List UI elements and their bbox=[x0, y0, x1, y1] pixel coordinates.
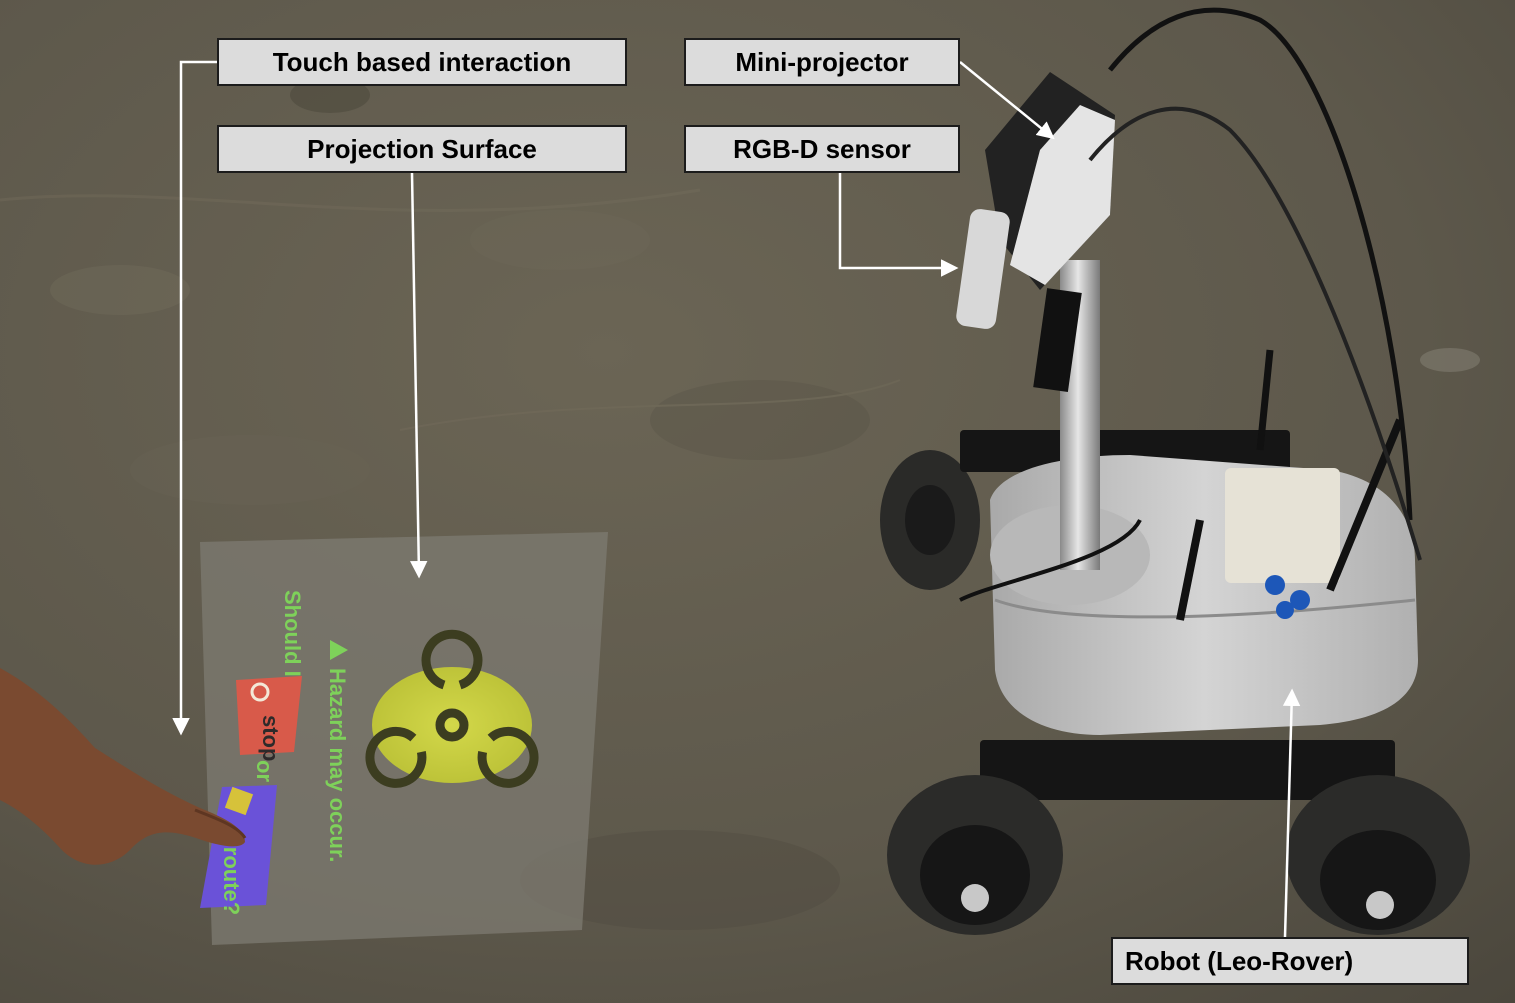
biohazard-icon bbox=[365, 629, 539, 788]
warning-triangle-icon bbox=[330, 640, 348, 660]
mini-projector-label: Mini-projector bbox=[684, 38, 960, 86]
projection-leader bbox=[410, 172, 428, 579]
projector-leader bbox=[959, 61, 1055, 140]
stop-button[interactable]: stop bbox=[236, 676, 302, 761]
touch-interaction-label: Touch based interaction bbox=[217, 38, 627, 86]
robot-leader bbox=[1282, 688, 1301, 938]
front-left-wheel bbox=[887, 775, 1063, 935]
floor-texture bbox=[0, 77, 1480, 930]
stop-label: stop bbox=[258, 715, 283, 761]
pointing-hand bbox=[0, 668, 247, 865]
rgbd-leader bbox=[838, 173, 959, 277]
reroute-icon bbox=[224, 786, 254, 816]
rgbd-sensor-label: RGB-D sensor bbox=[684, 125, 960, 173]
hazard-text: Hazard may occur. bbox=[325, 668, 350, 862]
mini-projector-device bbox=[985, 72, 1115, 290]
projection-surface-label: Projection Surface bbox=[217, 125, 627, 173]
reroute-button[interactable]: reroute? bbox=[200, 785, 277, 915]
leader-lines bbox=[172, 60, 1301, 938]
rgbd-sensor-device bbox=[956, 209, 1010, 329]
robot-leo-rover bbox=[880, 7, 1470, 935]
robot-label: Robot (Leo-Rover) bbox=[1111, 937, 1469, 985]
stop-circle-icon bbox=[250, 682, 270, 702]
touch-leader bbox=[172, 60, 217, 736]
or-text: or bbox=[252, 760, 277, 782]
control-box bbox=[1225, 468, 1340, 583]
front-right-wheel bbox=[1286, 775, 1470, 935]
question-prefix: Should I bbox=[280, 590, 305, 677]
